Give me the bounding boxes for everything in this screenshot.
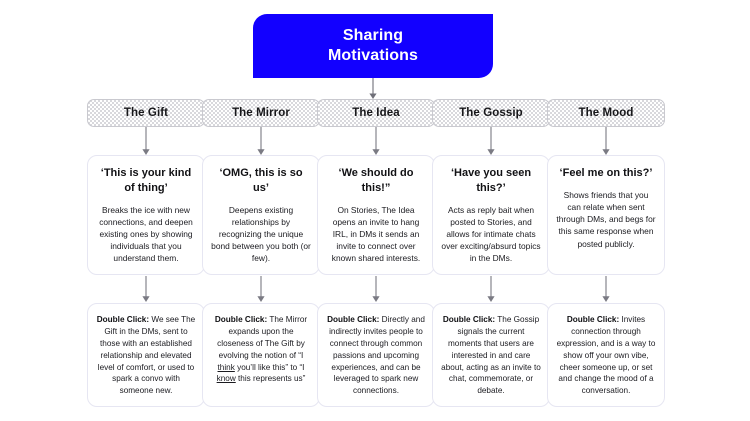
root-node-title: Sharing Motivations bbox=[328, 26, 418, 66]
card-quote: ‘We should do this!” bbox=[338, 167, 414, 194]
card-the-idea-quote: ‘We should do this!” On Stories, The Ide… bbox=[317, 155, 435, 275]
arrow-card-to-double-click-the-mood bbox=[599, 276, 613, 303]
arrow-card-to-double-click-the-gift bbox=[139, 276, 153, 303]
arrow-header-to-card-the-gossip bbox=[484, 127, 498, 156]
double-click-label: Double Click: bbox=[96, 315, 150, 324]
card-the-gossip-quote: ‘Have you seen this?’ Acts as reply bait… bbox=[432, 155, 550, 275]
header-label: The Gift bbox=[123, 107, 169, 119]
double-click-text: Double Click: We see The Gift in the DMs… bbox=[96, 314, 196, 397]
double-click-text: Double Click: Invites connection through… bbox=[556, 314, 656, 397]
arrow-card-to-double-click-the-idea bbox=[369, 276, 383, 303]
header-label: The Mood bbox=[578, 107, 634, 119]
arrow-header-to-card-the-mirror bbox=[254, 127, 268, 156]
double-click-label: Double Click: bbox=[566, 315, 620, 324]
card-the-idea-double-click: Double Click: Directly and indirectly in… bbox=[317, 303, 435, 407]
card-description: On Stories, The Idea opens an invite to … bbox=[331, 204, 421, 264]
double-click-label: Double Click: bbox=[327, 315, 380, 324]
connector-root-to-headers bbox=[366, 78, 380, 100]
card-the-mood-quote: ‘Feel me on this?’ Shows friends that yo… bbox=[547, 155, 665, 275]
double-click-body: you’ll like this” to “I bbox=[234, 362, 305, 372]
double-click-body: We see The Gift in the DMs, sent to thos… bbox=[97, 315, 196, 396]
card-the-mirror-quote: ‘OMG, this is so us’ Deepens existing re… bbox=[202, 155, 320, 275]
double-click-label: Double Click: bbox=[442, 315, 496, 324]
card-quote: ‘This is your kind of thing’ bbox=[100, 167, 192, 194]
card-quote: ‘Have you seen this?’ bbox=[450, 167, 532, 194]
root-title-line-2: Motivations bbox=[328, 47, 418, 64]
arrow-card-to-double-click-the-mirror bbox=[254, 276, 268, 303]
card-the-gift-double-click: Double Click: We see The Gift in the DMs… bbox=[87, 303, 205, 407]
double-click-text: Double Click: The Mirror expands upon th… bbox=[211, 314, 311, 385]
header-label: The Gossip bbox=[459, 107, 523, 119]
double-click-text: Double Click: Directly and indirectly in… bbox=[326, 314, 426, 397]
card-the-gossip-double-click: Double Click: The Gossip signals the cur… bbox=[432, 303, 550, 407]
emphasis-underline: know bbox=[216, 374, 236, 384]
card-description: Breaks the ice with new connections, and… bbox=[99, 204, 193, 264]
double-click-body: Directly and indirectly invites people t… bbox=[329, 315, 425, 396]
double-click-body: The Gossip signals the current moments t… bbox=[441, 315, 541, 396]
header-box-the-gift[interactable]: The Gift bbox=[87, 99, 205, 127]
header-box-the-mood[interactable]: The Mood bbox=[547, 99, 665, 127]
header-label: The Mirror bbox=[232, 107, 290, 119]
double-click-body: Invites connection through expression, a… bbox=[556, 315, 656, 396]
card-quote: ‘OMG, this is so us’ bbox=[219, 167, 303, 194]
arrow-card-to-double-click-the-gossip bbox=[484, 276, 498, 303]
header-box-the-gossip[interactable]: The Gossip bbox=[432, 99, 550, 127]
arrow-header-to-card-the-gift bbox=[139, 127, 153, 156]
header-box-the-idea[interactable]: The Idea bbox=[317, 99, 435, 127]
double-click-body: this represents us” bbox=[235, 374, 306, 384]
card-quote: ‘Feel me on this?’ bbox=[559, 167, 653, 179]
root-node-sharing-motivations: Sharing Motivations bbox=[253, 14, 493, 78]
card-description: Shows friends that you can relate when s… bbox=[556, 189, 656, 249]
emphasis-underline: think bbox=[217, 362, 235, 372]
arrow-header-to-card-the-mood bbox=[599, 127, 613, 156]
arrow-header-to-card-the-idea bbox=[369, 127, 383, 156]
card-description: Acts as reply bait when posted to Storie… bbox=[441, 204, 541, 264]
header-label: The Idea bbox=[352, 107, 400, 119]
double-click-text: Double Click: The Gossip signals the cur… bbox=[441, 314, 541, 397]
double-click-body: The Mirror expands upon the closeness of… bbox=[217, 315, 308, 360]
card-the-mirror-double-click: Double Click: The Mirror expands upon th… bbox=[202, 303, 320, 407]
card-the-mood-double-click: Double Click: Invites connection through… bbox=[547, 303, 665, 407]
card-description: Deepens existing relationships by recogn… bbox=[211, 204, 311, 264]
double-click-label: Double Click: bbox=[214, 315, 268, 324]
card-the-gift-quote: ‘This is your kind of thing’ Breaks the … bbox=[87, 155, 205, 275]
header-box-the-mirror[interactable]: The Mirror bbox=[202, 99, 320, 127]
root-title-line-1: Sharing bbox=[342, 27, 404, 44]
